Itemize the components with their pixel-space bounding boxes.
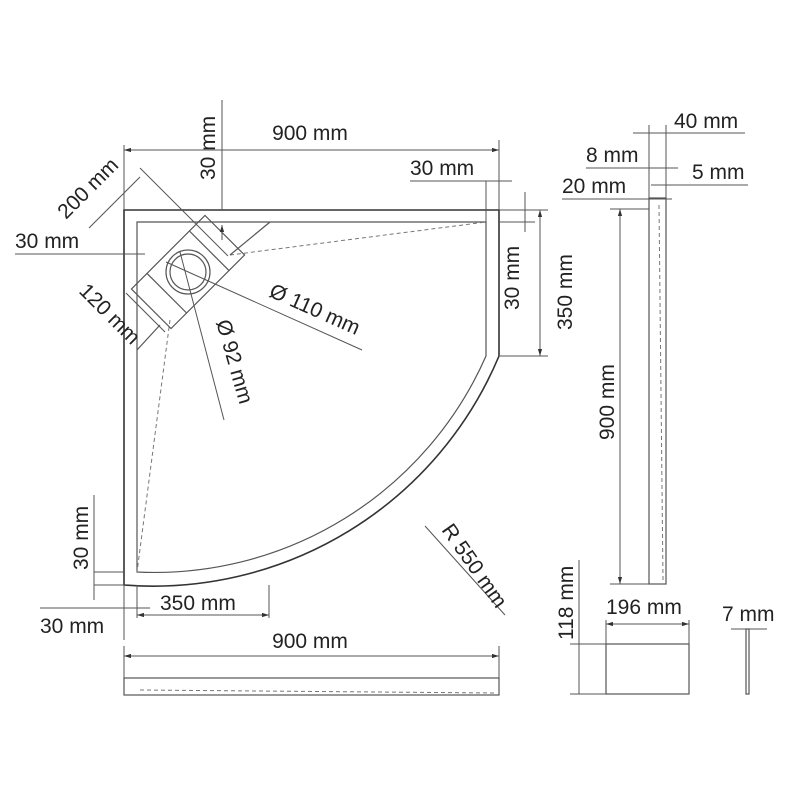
dim-top-width: 900 mm: [272, 122, 348, 145]
drain-inner-circle: [169, 253, 207, 291]
front-view: 900 mm: [123, 630, 500, 696]
side-profile: [648, 197, 667, 585]
panel-profile: [605, 643, 690, 695]
dim-outer-diameter: Ø 110 mm: [266, 280, 363, 340]
dim-drain-width: 120 mm: [74, 279, 144, 349]
dim-panel-thickness: 7 mm: [722, 603, 775, 626]
drain-channel-left: [136, 324, 161, 351]
tray-front-profile: [123, 677, 500, 696]
dim-rim-bottom-vertical: 30 mm: [70, 506, 93, 570]
dim-radius: R 550 mm: [437, 520, 511, 613]
side-view: 40 mm 8 mm 5 mm 20 mm 900 mm: [562, 110, 748, 585]
dim-rim-top-right: 30 mm: [410, 157, 474, 180]
dim-total-thickness: 40 mm: [674, 110, 738, 133]
front-slope-line: [139, 689, 496, 694]
leader-outer-diameter: [165, 261, 363, 351]
dim-panel-height: 118 mm: [555, 566, 578, 640]
dim-step-width: 5 mm: [692, 161, 745, 184]
dim-line-drain-length: [88, 176, 141, 229]
slope-line-top: [229, 221, 487, 256]
tray-outline-outer: [123, 209, 500, 587]
side-slope-line: [658, 204, 664, 581]
dim-rim-right-vertical: 30 mm: [501, 246, 524, 310]
panel-thickness-profile: [745, 628, 750, 695]
slope-line-left: [136, 319, 171, 573]
dim-lip-width: 8 mm: [586, 144, 639, 167]
dim-drain-length: 200 mm: [53, 154, 123, 224]
drain-outer-circle: [165, 249, 211, 295]
dim-line-drain-width: [125, 292, 166, 333]
dim-front-width: 900 mm: [272, 630, 348, 653]
dim-rim-top-left: 30 mm: [197, 116, 220, 180]
dim-rim-left: 30 mm: [15, 230, 79, 253]
leader-inner-diameter: [179, 251, 225, 421]
dim-side-length: 900 mm: [596, 364, 619, 440]
dim-rim-bottom-horizontal: 30 mm: [40, 615, 104, 638]
dim-depth-right: 350 mm: [554, 254, 577, 330]
dim-bottom-straight: 350 mm: [160, 592, 236, 615]
drain-channel-top: [229, 221, 271, 256]
drain-box: [130, 214, 246, 330]
ext-line: [139, 167, 229, 257]
panel-view: 118 mm 196 mm 7 mm: [555, 560, 775, 695]
plan-view: 900 mm 30 mm 30 mm 30 mm 350 mm 200 mm 3…: [15, 100, 577, 640]
dim-inner-diameter: Ø 92 mm: [211, 317, 257, 406]
dim-rim-width: 20 mm: [562, 175, 626, 198]
leader-radius: [424, 525, 506, 616]
dim-panel-width: 196 mm: [606, 596, 682, 619]
tray-outline-inner: [136, 221, 487, 574]
